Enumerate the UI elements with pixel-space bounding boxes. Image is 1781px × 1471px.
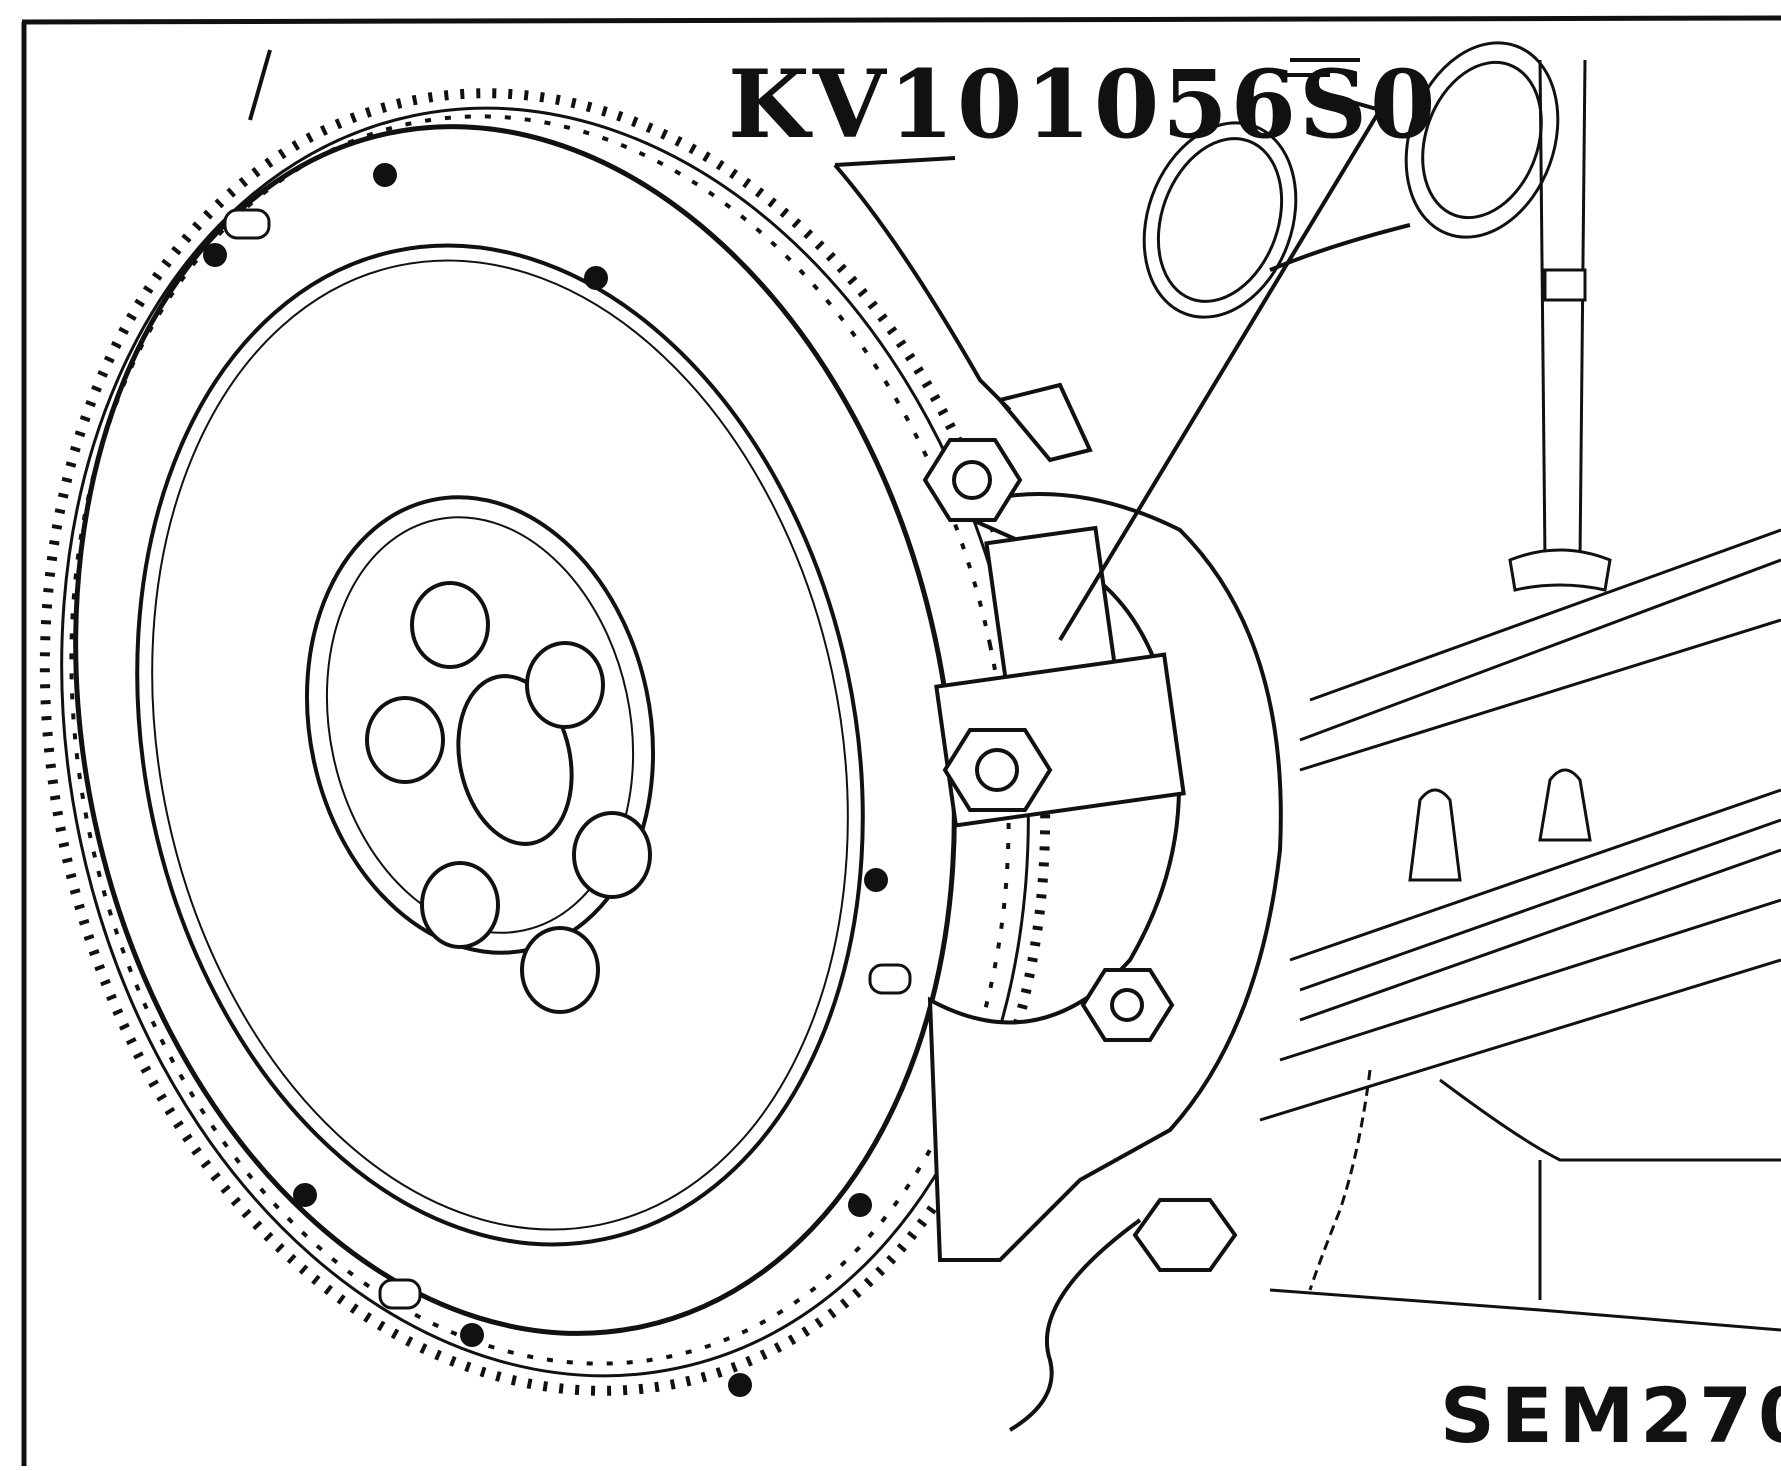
leader-lines xyxy=(248,49,1411,1432)
frame-border xyxy=(21,15,1781,1466)
flywheel-stopper-tool xyxy=(922,382,1283,1272)
figure-code: SEM270 xyxy=(1440,1371,1781,1460)
engine-block xyxy=(1142,41,1781,1332)
tool-part-number: KV101056S0 xyxy=(728,50,1439,160)
